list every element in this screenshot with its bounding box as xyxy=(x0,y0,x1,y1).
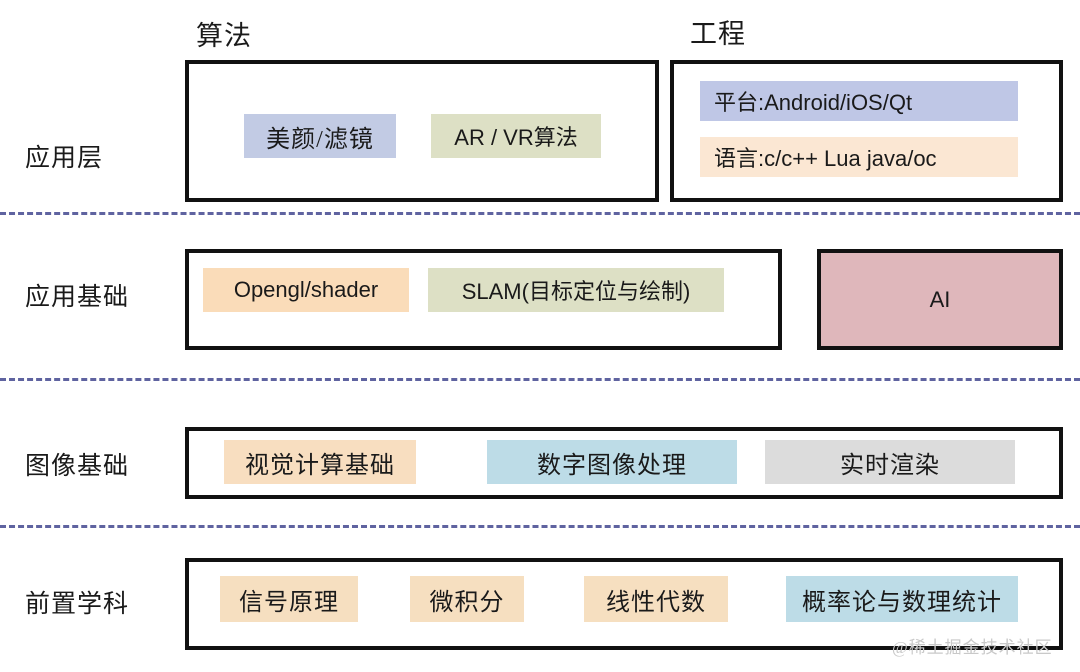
chip-opengl-shader[interactable]: Opengl/shader xyxy=(203,268,409,312)
chip-slam[interactable]: SLAM(目标定位与绘制) xyxy=(428,268,724,312)
chip-vision-computing-base[interactable]: 视觉计算基础 xyxy=(224,440,416,484)
chip-signal-theory[interactable]: 信号原理 xyxy=(220,576,358,622)
chip-language[interactable]: 语言:c/c++ Lua java/oc xyxy=(700,137,1018,177)
column-header-engineering: 工程 xyxy=(690,19,746,49)
row-label-application-layer: 应用层 xyxy=(25,145,104,172)
chip-digital-image-processing[interactable]: 数字图像处理 xyxy=(487,440,737,484)
chip-probability-statistics[interactable]: 概率论与数理统计 xyxy=(786,576,1018,622)
chip-ar-vr-algorithm[interactable]: AR / VR算法 xyxy=(431,114,601,158)
chip-calculus[interactable]: 微积分 xyxy=(410,576,524,622)
row-divider-2 xyxy=(0,378,1080,381)
chip-realtime-rendering[interactable]: 实时渲染 xyxy=(765,440,1015,484)
row-label-prerequisite: 前置学科 xyxy=(25,591,130,618)
chip-platform[interactable]: 平台:Android/iOS/Qt xyxy=(700,81,1018,121)
chip-linear-algebra[interactable]: 线性代数 xyxy=(584,576,728,622)
watermark: @稀土掘金技术社区 xyxy=(892,638,1053,657)
column-header-algorithm: 算法 xyxy=(196,21,252,51)
row-divider-1 xyxy=(0,212,1080,215)
row-label-application-base: 应用基础 xyxy=(25,284,130,311)
ai-label: AI xyxy=(929,286,951,312)
row-label-image-base: 图像基础 xyxy=(25,453,130,480)
row-divider-3 xyxy=(0,525,1080,528)
group-box-ai[interactable]: AI xyxy=(817,249,1063,350)
chip-beauty-filter[interactable]: 美颜/滤镜 xyxy=(244,114,396,158)
